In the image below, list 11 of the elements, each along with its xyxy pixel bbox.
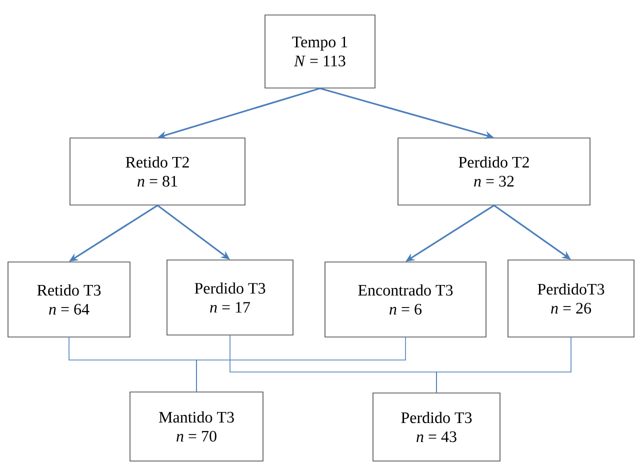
box: Perdido T2 n = 32 [398,138,590,206]
box: Encontrado T3 n = 6 [324,262,486,338]
box: Perdido T3 n = 17 [166,260,294,336]
box: Mantido T3 n = 70 [130,392,264,462]
connector-line [436,337,572,393]
box: Retido T2 n = 81 [70,138,246,206]
connector-line [196,337,406,392]
box: PerdidoT3 n = 26 [508,260,634,338]
box: Retido T3 n = 64 [8,262,130,338]
box: Tempo 1 N = 113 [264,14,376,88]
box: Perdido T3 n = 43 [372,392,500,462]
